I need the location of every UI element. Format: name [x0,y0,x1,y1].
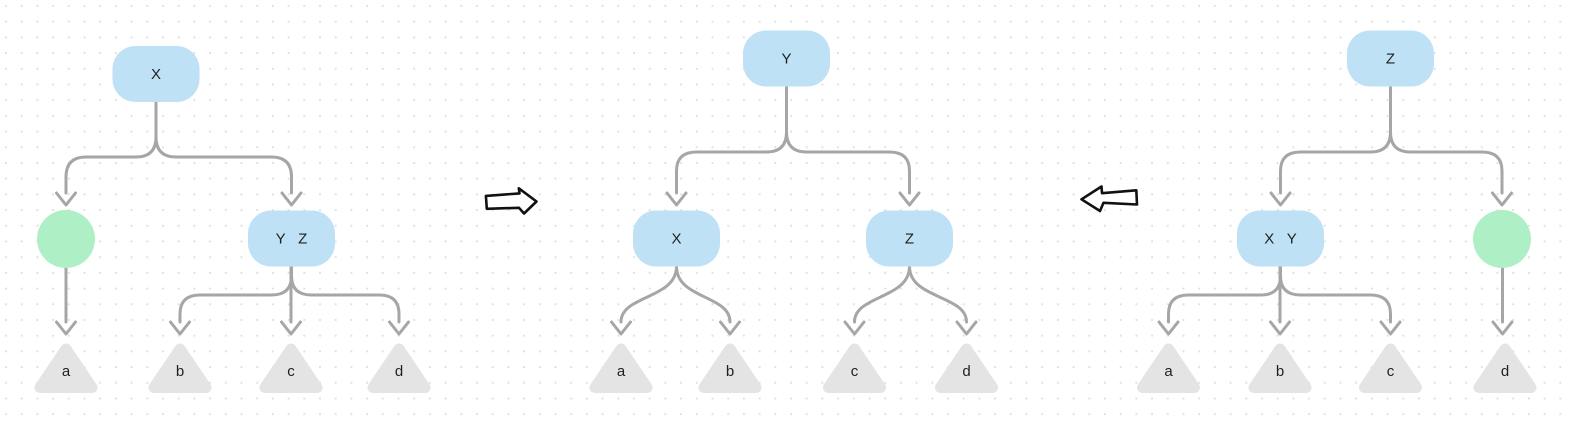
edge-right-xy-to-c [1279,265,1402,336]
edge-mid-x-to-a [610,265,678,336]
leaf-triangle-c [1359,343,1422,393]
edge-left-x-to-yz [154,100,303,207]
leaf-triangle-b [1248,343,1312,393]
leaf-d-label: d [1501,363,1509,380]
node-z-root [1347,30,1434,87]
leaf-triangle-d [935,343,998,393]
node-yz [248,210,335,267]
edge-mid-z-to-c [843,265,911,336]
edge-mid-x-to-b [675,265,741,336]
edge-right-z-to-green-circle [1389,85,1513,207]
node-x-child-label: X [671,231,681,248]
edge-left-yz-to-d [290,265,410,336]
node-z-root-label: Z [1386,51,1395,68]
tree-middle: Y X Z a b c d [589,30,998,393]
node-x-root-label: X [151,66,161,83]
leaf-triangle-d [1473,343,1537,393]
leaf-triangle-d [367,343,431,393]
leaf-b-label: b [176,363,184,380]
node-x-child [633,210,720,267]
green-subtree-circle-left [37,210,95,268]
tree-left: X Y Z a b c d [34,46,431,393]
leaf-b-label: b [1276,363,1284,380]
edge-left-x-to-green-circle [55,100,158,207]
leaf-triangle-c [259,343,323,393]
leaf-d-label: d [395,363,403,380]
leaf-b-label: b [726,363,734,380]
node-z-child-label: Z [905,231,914,248]
leaf-triangle-a [34,343,98,393]
edge-mid-y-to-z [785,85,921,207]
leaf-a-label: a [62,363,71,380]
green-subtree-circle-right [1473,210,1531,268]
leaf-c-label: c [287,363,295,380]
leaf-c-label: c [1387,363,1395,380]
tree-right: Z X Y a b c d [1137,30,1537,393]
node-y-root [743,30,830,87]
node-xy-label: X Y [1264,231,1297,248]
node-xy [1237,210,1324,267]
leaf-triangle-b [148,343,212,393]
node-yz-label: Y Z [276,231,308,248]
leaf-triangle-a [1137,343,1200,393]
leaf-triangle-c [823,343,886,393]
node-y-root-label: Y [781,51,791,68]
leaf-triangle-b [698,343,762,393]
leaf-c-label: c [851,363,859,380]
backward-transform-left-arrow-icon [1080,185,1139,213]
node-z-child [866,210,953,267]
leaf-a-label: a [1164,363,1173,380]
node-x-root [112,46,200,102]
leaf-triangle-a [589,343,653,393]
leaf-a-label: a [617,363,626,380]
edge-right-z-to-xy [1269,85,1392,207]
edge-mid-y-to-x [665,85,788,207]
forward-transform-right-arrow-icon [484,187,538,215]
leaf-d-label: d [962,363,970,380]
edge-mid-z-to-d [908,265,978,336]
